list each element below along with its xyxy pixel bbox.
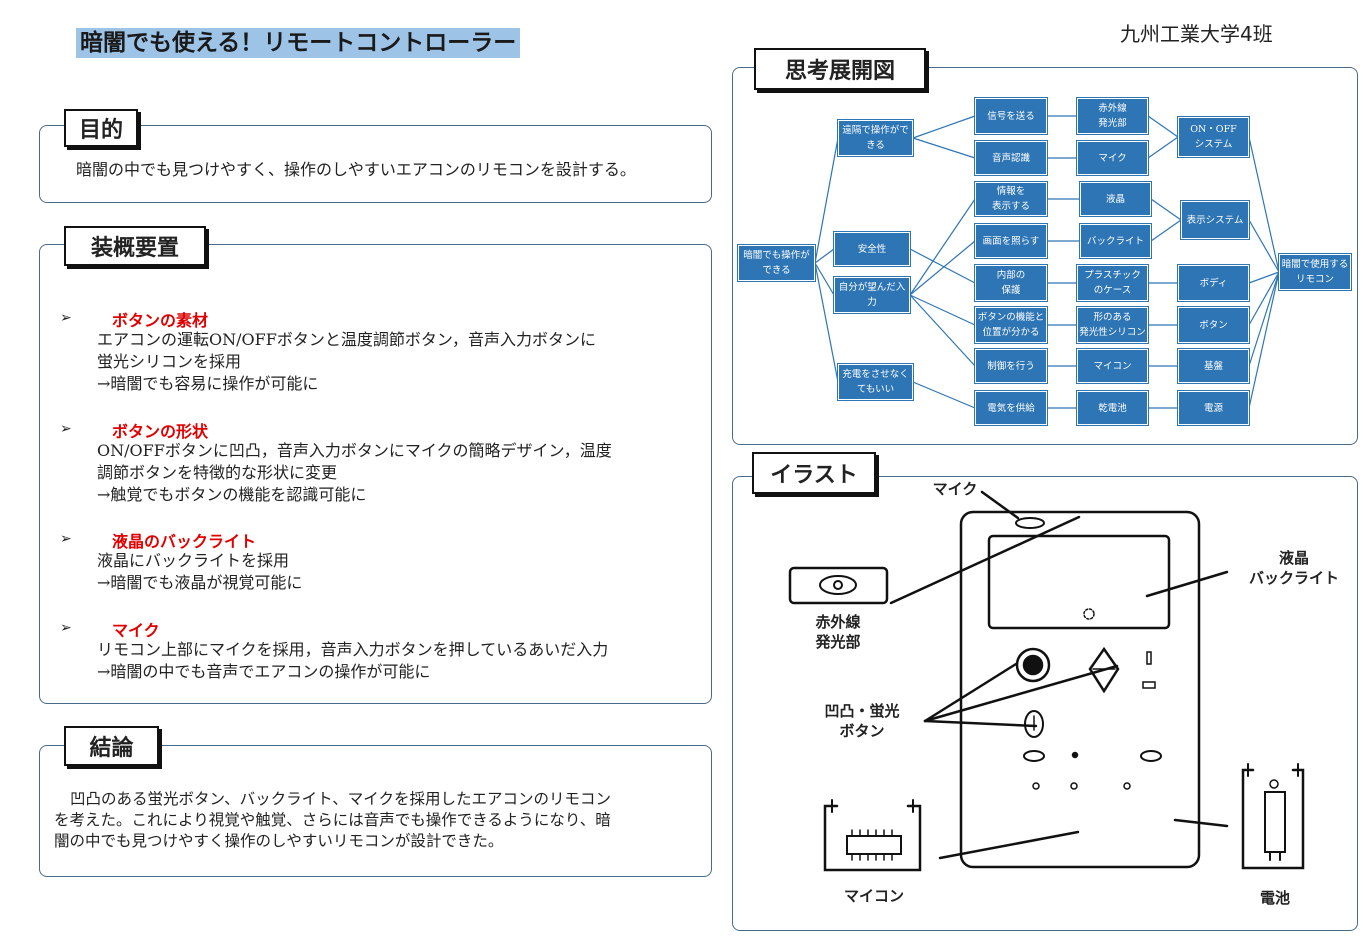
features-panel — [39, 244, 712, 704]
feature-line: 液晶にバックライトを採用 — [97, 551, 290, 570]
node-display: 表示システム — [1181, 201, 1249, 239]
features-label: 装概要置 — [64, 226, 206, 266]
node-ir: 赤外線 発光部 — [1077, 98, 1148, 134]
node-silicon: 形のある 発光性シリコン — [1077, 307, 1148, 343]
conclusion-panel — [39, 745, 712, 877]
bullet-arrow-icon: ➢ — [60, 310, 72, 326]
feature-heading: 液晶のバックライト — [112, 532, 257, 551]
feature-line: 調節ボタンを特徴的な形状に変更 — [97, 463, 338, 482]
conclusion-line: を考えた。これにより視覚や触覚、さらには音声でも操作できるようになり、暗 — [54, 811, 611, 829]
node-mic: マイク — [1077, 141, 1148, 175]
team-name: 九州工業大学4班 — [1120, 22, 1273, 46]
conclusion-label: 結論 — [64, 726, 159, 766]
feature-line: リモコン上部にマイクを採用，音声入力ボタンを押しているあいだ入力 — [97, 640, 609, 659]
node-onoff: ON・OFF システム — [1178, 117, 1249, 157]
node-backlight: バックライト — [1080, 224, 1151, 258]
node-body: ボディ — [1178, 265, 1249, 301]
feature-line: エアコンの運転ON/OFFボタンと温度調節ボタン，音声入力ボタンに — [97, 330, 597, 349]
node-button: ボタン — [1178, 307, 1249, 343]
illustration-panel — [732, 476, 1358, 931]
feature-line: →触覚でもボタンの機能を認識可能に — [97, 485, 367, 504]
mindmap-panel — [732, 67, 1358, 445]
node-psu: 電源 — [1178, 391, 1249, 425]
node-remote: 遠隔で操作がで きる — [838, 120, 913, 156]
node-result: 暗闇で使用する リモコン — [1279, 254, 1351, 290]
node-info: 情報を 表示する — [975, 182, 1047, 216]
node-control: 制御を行う — [975, 349, 1047, 383]
callout-mic: マイク — [932, 480, 978, 498]
feature-line: →暗闇でも液晶が視覚可能に — [97, 573, 303, 592]
feature-line: →暗闇でも容易に操作が可能に — [97, 374, 319, 393]
node-battery: 乾電池 — [1077, 391, 1148, 425]
conclusion-line: 闇の中でも見つけやすく操作のしやすいリモコンが設計できた。 — [54, 832, 504, 850]
node-board: 基盤 — [1178, 349, 1249, 383]
node-root: 暗闇でも操作が できる — [738, 245, 815, 281]
mindmap-label: 思考展開図 — [754, 48, 926, 90]
feature-heading: ボタンの素材 — [112, 311, 209, 330]
bullet-arrow-icon: ➢ — [60, 620, 72, 636]
node-plastic: プラスチック のケース — [1077, 265, 1148, 301]
conclusion-line: 凹凸のある蛍光ボタン、バックライト、マイクを採用したエアコンのリモコン — [70, 790, 611, 808]
bullet-arrow-icon: ➢ — [60, 531, 72, 547]
node-input: 自分が望んだ入 力 — [834, 277, 910, 313]
feature-line: ON/OFFボタンに凹凸，音声入力ボタンにマイクの簡略デザイン，温度 — [97, 441, 612, 460]
feature-line: 蛍光シリコンを採用 — [97, 352, 242, 371]
purpose-panel — [39, 125, 712, 203]
callout-lcd-backlight: 液晶 バックライト — [1248, 549, 1339, 587]
node-safety: 安全性 — [834, 232, 910, 266]
node-light: 画面を照らす — [975, 224, 1047, 258]
node-signal: 信号を送る — [975, 98, 1047, 134]
node-charge: 充電をさせなく てもいい — [838, 364, 913, 400]
callout-battery: 電池 — [1259, 889, 1290, 907]
illustration-label: イラスト — [752, 452, 876, 494]
node-protect: 内部の 保護 — [975, 265, 1047, 301]
purpose-text: 暗闇の中でも見つけやすく、操作のしやすいエアコンのリモコンを設計する。 — [76, 160, 636, 179]
node-power: 電気を供給 — [975, 391, 1047, 425]
page-title: 暗闇でも使える！リモートコントローラー — [76, 28, 521, 58]
bullet-arrow-icon: ➢ — [60, 421, 72, 437]
node-micon: マイコン — [1077, 349, 1148, 383]
callout-microcontroller: マイコン — [843, 887, 904, 905]
feature-heading: ボタンの形状 — [112, 422, 209, 441]
feature-heading: マイク — [112, 621, 160, 640]
callout-ir-emitter: 赤外線 発光部 — [815, 613, 861, 651]
node-voice: 音声認識 — [975, 141, 1047, 175]
purpose-label: 目的 — [64, 109, 138, 147]
node-btnpos: ボタンの機能と 位置が分かる — [975, 307, 1047, 343]
feature-line: →暗闇の中でも音声でエアコンの操作が可能に — [97, 662, 431, 681]
callout-buttons: 凹凸・蛍光 ボタン — [824, 702, 900, 740]
node-lcd: 液晶 — [1080, 182, 1151, 216]
